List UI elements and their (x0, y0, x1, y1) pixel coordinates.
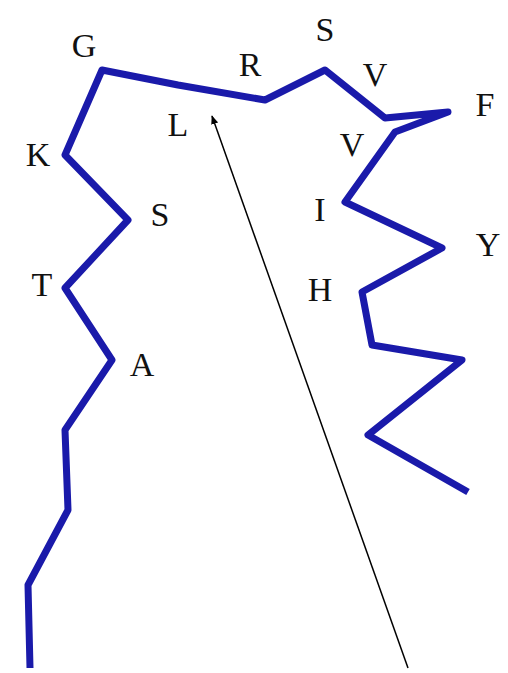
residue-label: G (72, 29, 97, 63)
residue-label: T (32, 268, 53, 302)
residue-label: A (130, 348, 155, 382)
residue-label: S (151, 198, 170, 232)
residue-label: R (239, 48, 262, 82)
residue-label: I (314, 193, 325, 227)
residue-label: V (340, 128, 365, 162)
residue-label: V (363, 58, 388, 92)
protein-backbone (28, 70, 468, 668)
residue-label: Y (476, 228, 501, 262)
residue-label: S (316, 13, 335, 47)
residue-label: L (168, 108, 189, 142)
residue-label: H (308, 273, 333, 307)
residue-label: K (26, 138, 51, 172)
pointer-arrow (212, 116, 408, 668)
residue-label: F (476, 88, 495, 122)
